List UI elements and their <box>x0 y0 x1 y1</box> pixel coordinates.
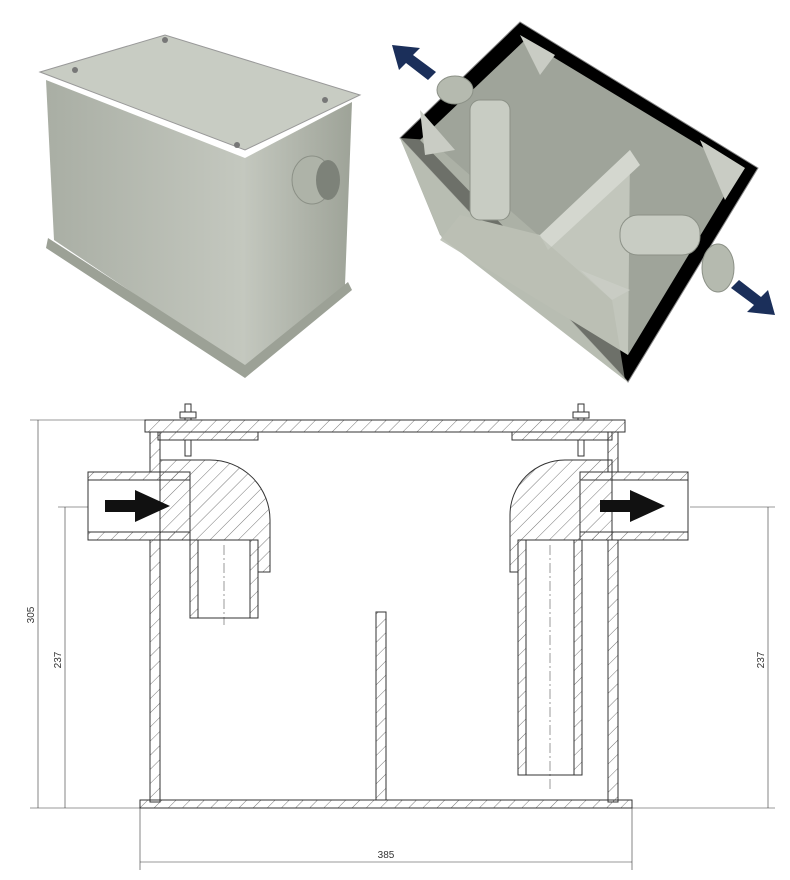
bolt-icon <box>72 67 78 73</box>
bolt-icon <box>322 97 328 103</box>
divider-plate <box>540 150 640 250</box>
inlet-elbow <box>619 214 701 256</box>
open-box-photo <box>392 21 775 383</box>
flow-arrow-in-icon <box>105 490 170 522</box>
lid <box>144 419 626 433</box>
bolt-icon <box>162 37 168 43</box>
dim-width: 385 <box>378 850 395 861</box>
dim-total-height: 305 <box>26 606 37 623</box>
lid-bolt-right <box>572 403 590 457</box>
box-lid <box>38 34 362 151</box>
technical-drawing <box>30 403 775 870</box>
dim-outlet-height: 237 <box>756 651 767 668</box>
outlet-elbow <box>469 99 511 221</box>
lid-bolt-left <box>179 403 197 457</box>
bolt-icon <box>234 142 240 148</box>
flow-arrow-out-icon <box>600 490 665 522</box>
dimension-lines <box>30 419 775 870</box>
box-front <box>46 80 245 368</box>
bottom-plate <box>139 799 633 809</box>
outflow-arrow-icon <box>392 45 436 80</box>
dim-inlet-height: 237 <box>53 651 64 668</box>
inflow-arrow-icon <box>731 280 775 315</box>
baffle <box>375 611 387 801</box>
closed-box-photo <box>38 34 362 378</box>
